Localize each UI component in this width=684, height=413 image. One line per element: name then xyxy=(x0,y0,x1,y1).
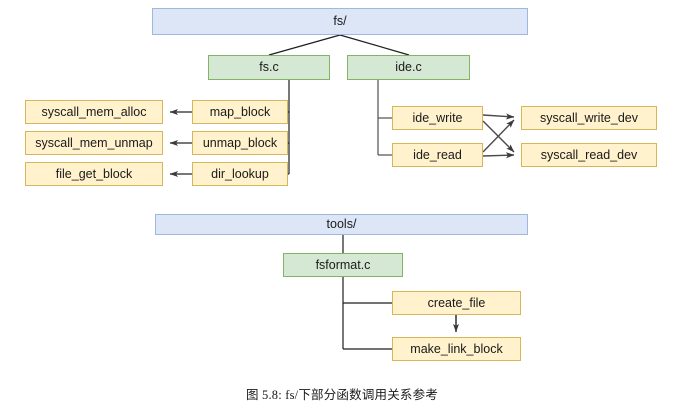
node-map-block[interactable]: map_block xyxy=(192,100,288,124)
edge-fsdir-to-sources xyxy=(268,34,410,56)
node-dir-lookup[interactable]: dir_lookup xyxy=(192,162,288,186)
node-make-link-block[interactable]: make_link_block xyxy=(392,337,521,361)
node-ide-c[interactable]: ide.c xyxy=(347,55,470,80)
node-syscall-mem-alloc[interactable]: syscall_mem_alloc xyxy=(25,100,163,124)
edge-idec-to-functions xyxy=(377,80,392,156)
node-syscall-mem-unmap[interactable]: syscall_mem_unmap xyxy=(25,131,163,155)
node-create-file[interactable]: create_file xyxy=(392,291,521,315)
node-tools-dir[interactable]: tools/ xyxy=(155,214,528,235)
node-fsformat-c[interactable]: fsformat.c xyxy=(283,253,403,277)
node-ide-write[interactable]: ide_write xyxy=(392,106,483,130)
node-ide-read[interactable]: ide_read xyxy=(392,143,483,167)
node-file-get-block[interactable]: file_get_block xyxy=(25,162,163,186)
node-fs-c[interactable]: fs.c xyxy=(208,55,330,80)
node-syscall-read-dev[interactable]: syscall_read_dev xyxy=(521,143,657,167)
node-fs-dir[interactable]: fs/ xyxy=(152,8,528,35)
edge-fsformat-to-functions xyxy=(342,277,392,350)
figure-caption: 图 5.8: fs/下部分函数调用关系参考 xyxy=(245,388,439,402)
edge-calls-left xyxy=(169,109,192,178)
node-unmap-block[interactable]: unmap_block xyxy=(192,131,288,155)
edge-fsc-to-functions xyxy=(288,80,290,175)
node-syscall-write-dev[interactable]: syscall_write_dev xyxy=(521,106,657,130)
edge-calls-ide xyxy=(482,113,515,159)
